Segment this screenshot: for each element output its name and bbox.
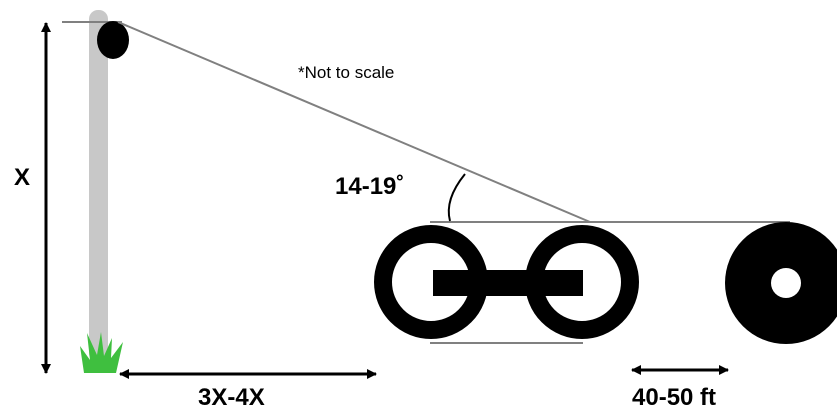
- grass-icon: [80, 332, 123, 373]
- pole: [89, 10, 108, 362]
- height-label: X: [14, 164, 30, 191]
- wheel-right-hub: [771, 268, 801, 298]
- angle-arc: [447, 173, 466, 222]
- distance-label: 3X-4X: [198, 384, 265, 410]
- angle-label: 14-19˚: [335, 173, 404, 200]
- axle-bar: [433, 270, 583, 296]
- spacing-label: 40-50 ft: [632, 384, 716, 410]
- pulley: [97, 21, 129, 59]
- not-to-scale-note: *Not to scale: [298, 63, 394, 82]
- sloped-line: [117, 21, 591, 223]
